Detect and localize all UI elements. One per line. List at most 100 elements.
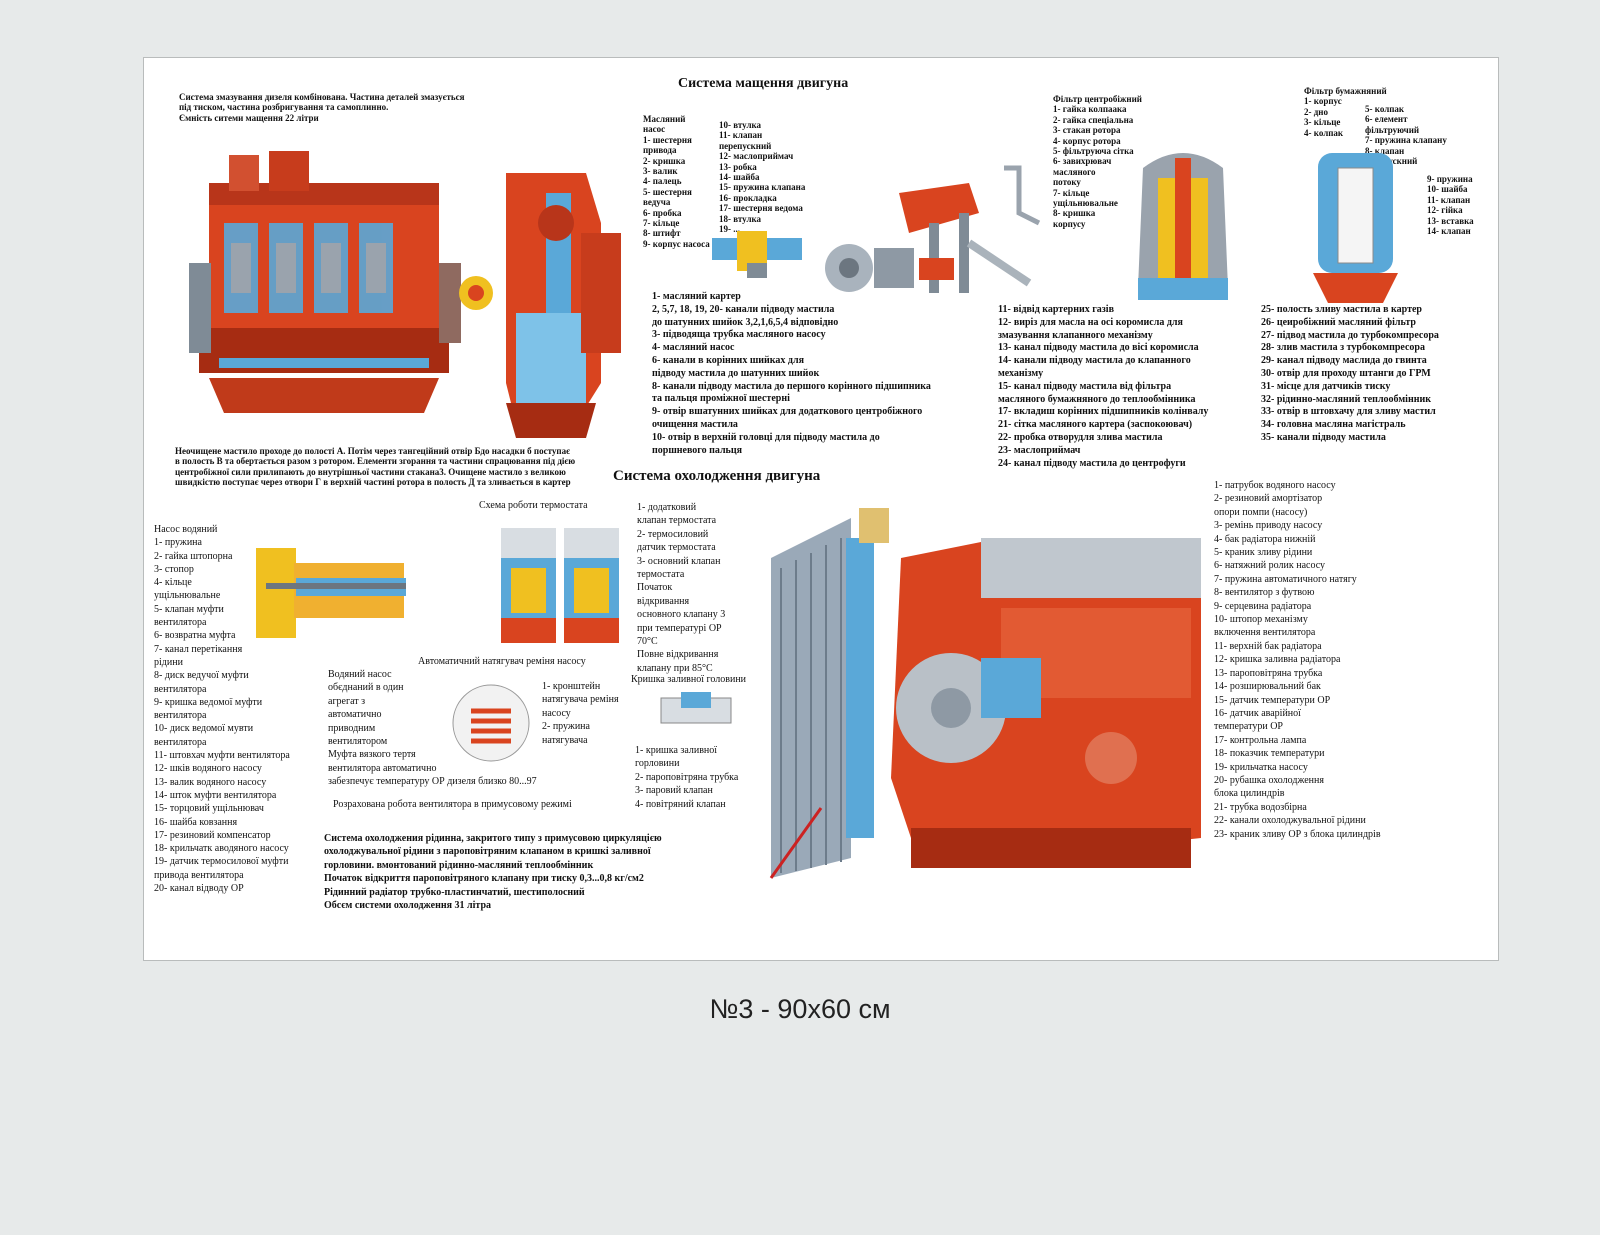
legend-line: 33- отвір в штовхачу для зливу мастил [1261,406,1436,418]
cooling-legend: 1- патрубок водяного насосу 2- резиновий … [1214,479,1381,841]
legend-line: 7- пружина автоматичного натягу [1214,573,1357,585]
legend-line: 1- масляний картер [652,291,741,302]
legend-line: 8- канали підводу мастила до першого кор… [652,380,931,392]
legend-line: 12- кришка заливна радіатора [1214,654,1341,666]
legend-line: 4- колпак [1304,127,1344,138]
legend-line: ведуча [643,197,671,208]
legend-line: 6- елемент [1365,114,1408,125]
legend-line: 4- масляний насос [652,342,735,354]
thermostat-drawing [501,528,619,643]
legend-line: вентилятора автоматично [328,762,437,774]
legend-line: 7- кільце [1053,187,1090,198]
legend-line: 19- крильчатка насосу [1214,761,1308,773]
legend-line: 1- пружина [154,537,202,549]
legend-line: 17- вкладиш корінних підшипників колінва… [998,406,1209,418]
legend-line: 12- маслоприймач [719,151,794,162]
legend-line: натягувача [542,734,588,746]
legend-line: 16- шайба ковзання [154,816,238,828]
filler-cap-title: Кришка заливної головини [631,674,747,685]
legend-line: 1- кронштейн [542,681,601,692]
legend-line: 1- патрубок водяного насосу [1214,480,1336,491]
legend-line: 2- кришка [643,155,686,166]
lubrication-title: Система мащення двигуна [678,76,849,91]
valve-train-drawing [825,165,1041,293]
water-pump-drawing [256,548,406,638]
legend-line: поршневого пальця [652,444,743,456]
legend-line: 3- стопор [154,563,194,575]
legend-line: Водяний насос [328,669,392,680]
legend-line: потоку [1053,177,1081,188]
legend-line: 16- прокладка [719,192,777,203]
legend-line: привода [643,145,677,156]
filler-cap-drawing [660,692,732,724]
legend-line: 3- валик [643,166,678,177]
legend-line: 2- резиновий амортізатор [1214,493,1323,505]
legend-line: 6- пробка [643,207,682,218]
legend-line: 9- корпус насоса [643,238,710,249]
legend-line: 13- пароповітряна трубка [1214,667,1323,679]
legend-line: 9- пружина [1427,174,1473,184]
legend-line: очищення мастила [652,418,738,430]
legend-line: вентилятора [154,683,207,695]
legend-line: 13- валик водяного насосу [154,776,267,788]
legend-line: відкривання [637,595,690,607]
legend-line: вентилятором [328,736,388,748]
tensioner-title: Автоматичний натягувач реміня насоcу [418,656,586,667]
legend-line: 11- клапан [1427,194,1471,205]
engine-lubrication-cutaway [189,151,461,413]
legend-line: в полость В та обертається разом з ротор… [175,456,576,467]
legend-line: 5- клапан муфти [154,603,224,615]
legend-line: 8- штифт [643,228,681,239]
fan-calc-note: Розрахована робота вентилятора в примусо… [333,799,572,810]
legend-line: Повне відкривання [637,649,719,661]
legend-line: 2- дно [1304,106,1328,117]
legend-line: 1- додатковий [637,502,697,513]
legend-line: автоматично [328,709,382,721]
legend-line: 2- гайка спеціальна [1053,114,1134,125]
legend-line: 8- клапан [1365,145,1405,156]
legend-line: 11- клапан [719,130,763,141]
legend-line: 8- вентилятор з футвою [1214,587,1315,599]
legend-line: Неочищене мастило проходе до полості А. … [175,446,570,456]
legend-line: забезпечує температуру ОР дизеля близко … [328,776,537,788]
legend-line: 2, 5,7, 18, 19, 20- канали підводу масти… [652,303,835,315]
legend-line: температури ОР [1214,721,1283,733]
legend-line: 10- диск ведомої мувти [154,723,254,735]
legend-line: 1- кришка заливної [635,745,718,756]
legend-line: 3- стакан ротора [1053,125,1121,136]
legend-line: 3- паровий клапан [635,785,713,797]
legend-line: 4- кільце [154,577,192,589]
legend-line: вентилятора [154,617,207,629]
legend-line: 10- отвір в верхній головці для підводу … [652,431,880,443]
legend-line: 23- маслоприймач [998,444,1081,456]
legend-line: 27- підвод мастила до турбокомпресора [1261,329,1439,341]
legend-line: 13- робка [719,161,757,172]
legend-line: 26- цеиробіжний масляний фільтр [1261,316,1416,328]
legend-line: 4- корпус ротора [1053,135,1121,146]
legend-line: 6- завихрювач [1053,156,1112,167]
filter-rotor-icon [459,276,493,310]
legend-line: 31- місце для датчиків тиску [1261,380,1391,392]
legend-line: центробіжної сили прилипають до внутрішн… [175,466,566,477]
legend-line: 17- контрольна лампа [1214,734,1307,746]
legend-line: 5- шестерня [643,186,692,197]
legend-line: 9- серцевина радіатора [1214,600,1312,612]
legend-line: натягувача реміня [542,694,619,706]
legend-line: 14- шток муфти вентилятора [154,789,277,801]
legend-line: горловини [635,758,680,770]
legend-line: 17- шестерня ведома [719,203,803,214]
legend-line: 15- датчик температури ОР [1214,694,1331,706]
legend-line: Початок відкриття пароповітряного клапан… [324,873,644,885]
legend-line: датчик термостата [637,542,716,554]
legend-line: під тиском, частина розбригування та сам… [179,102,389,113]
legend-line: масляного бумажняного до теплообмінника [998,393,1196,405]
legend-line: корпусу [1053,218,1086,229]
engine-cross-section [506,173,621,438]
legend-line: 15- торцовий ущільнювач [154,803,264,815]
legend-line: змазування клапанного механізму [998,329,1153,341]
legend-line: 11- верхній бак радіатора [1214,640,1322,652]
